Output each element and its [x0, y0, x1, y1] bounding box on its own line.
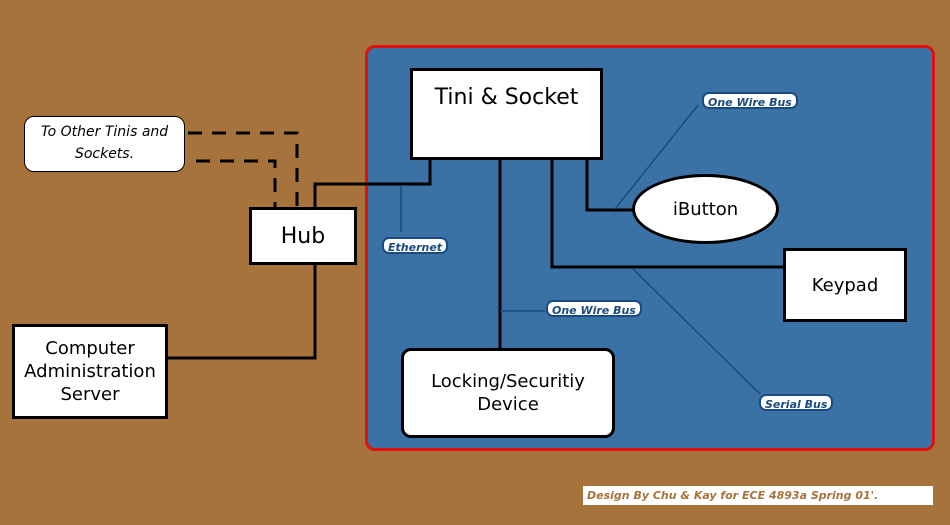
server-label-2: Administration [24, 361, 156, 382]
hub-label: Hub [280, 223, 326, 249]
ethernet-label: Ethernet [382, 237, 449, 254]
ibutton-node: iButton [632, 174, 779, 244]
serial-leader [631, 267, 761, 395]
locking-device-label-1: Locking/Securitiy [431, 371, 585, 392]
keypad-link [550, 158, 784, 269]
ibutton-link [585, 158, 633, 212]
tini-socket-node: Tini & Socket [410, 68, 603, 160]
design-credit: Design By Chu & Kay for ECE 4893a Spring… [583, 486, 933, 505]
one-wire-top-leader [614, 104, 699, 210]
hub-node: Hub [249, 207, 357, 265]
keypad-label: Keypad [811, 274, 879, 296]
server-label-1: Computer [45, 338, 135, 359]
locking-device-node: Locking/Securitiy Device [401, 348, 615, 438]
server-label-3: Server [60, 384, 120, 405]
server-link [166, 264, 317, 360]
keypad-node: Keypad [783, 248, 907, 322]
ethernet-link [313, 158, 432, 208]
ibutton-label: iButton [672, 198, 739, 220]
note-line1: To Other Tinis and [40, 124, 169, 140]
one-wire-bus-label-top: One Wire Bus [702, 92, 798, 109]
locking-device-label-2: Device [477, 394, 539, 415]
dashed-link-2 [196, 159, 277, 208]
other-tinis-note: To Other Tinis and Sockets. [24, 116, 185, 172]
tini-socket-label: Tini & Socket [434, 85, 579, 110]
note-line2: Sockets. [74, 146, 135, 162]
server-node: Computer Administration Server [12, 324, 168, 419]
serial-bus-label: Serial Bus [759, 394, 834, 411]
dashed-link-1 [188, 131, 299, 208]
one-wire-bus-label-mid: One Wire Bus [546, 300, 642, 317]
